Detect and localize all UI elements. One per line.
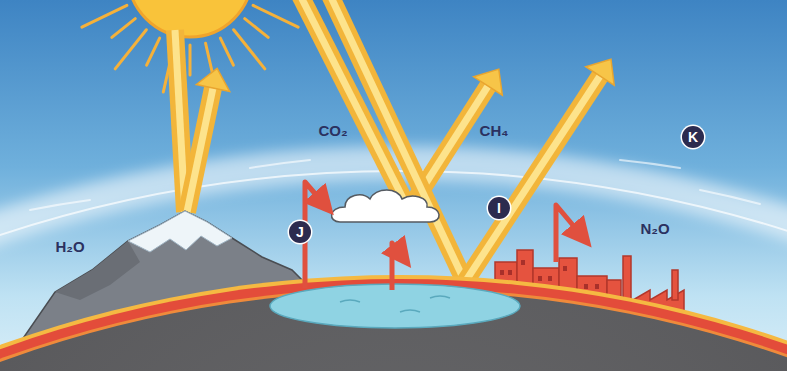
beam-core: [175, 30, 185, 212]
sun-ray: [234, 30, 265, 69]
ripple: [430, 296, 450, 298]
window: [500, 270, 504, 275]
sun-ray: [189, 45, 192, 75]
window: [548, 276, 552, 281]
beam-arrowhead: [586, 59, 614, 85]
sun-ray: [253, 5, 298, 27]
beam-core: [187, 88, 213, 212]
beam-body: [187, 88, 213, 212]
beam-core: [330, 0, 465, 282]
sun-rays: [70, 0, 310, 92]
callout-letter: J: [289, 221, 311, 243]
gas-formula: CH₄: [480, 122, 509, 139]
sun: [128, 0, 252, 37]
sun-beam: [187, 68, 230, 212]
air-streak: [250, 160, 310, 168]
beam-body: [330, 0, 465, 282]
sun-beams: [175, 0, 614, 282]
beam-body: [175, 30, 185, 212]
lake: [270, 284, 520, 328]
window: [508, 270, 512, 275]
air-streak: [620, 160, 680, 168]
sun-ray: [82, 5, 127, 27]
beam-arrowhead: [474, 69, 503, 95]
sun-ray: [147, 38, 160, 65]
sun-ray: [245, 19, 268, 38]
ripple: [340, 300, 360, 302]
air-streak: [30, 200, 90, 210]
window: [584, 284, 588, 289]
callout-letter: I: [488, 197, 510, 219]
atmosphere-line: [0, 171, 787, 371]
sun-ray: [115, 30, 146, 69]
sun-ray: [220, 38, 233, 65]
window: [595, 284, 599, 289]
chimney: [672, 270, 678, 300]
ripple: [400, 310, 420, 312]
sun-beam: [175, 30, 185, 212]
sun-ray: [112, 19, 135, 38]
atmosphere-band: [0, 163, 787, 371]
gas-formula: H₂O: [55, 238, 84, 255]
air-streak: [700, 190, 760, 204]
infrared-arrows: [305, 182, 582, 290]
mountain-snow: [128, 211, 232, 252]
infrared-arrow: [392, 243, 402, 290]
window: [563, 266, 567, 271]
cloud: [332, 190, 440, 222]
gas-formula: CO₂: [318, 122, 347, 139]
gas-formula: N₂O: [640, 220, 669, 237]
callout-letter: K: [682, 126, 704, 148]
lake-ripples: [340, 296, 450, 312]
sun-beam: [330, 0, 465, 282]
window: [521, 260, 525, 265]
infrared-arrow: [556, 205, 582, 262]
window: [538, 276, 542, 281]
sun-beam: [465, 59, 614, 282]
earth-red-layer: [0, 279, 787, 371]
beam-arrowhead: [196, 68, 229, 91]
